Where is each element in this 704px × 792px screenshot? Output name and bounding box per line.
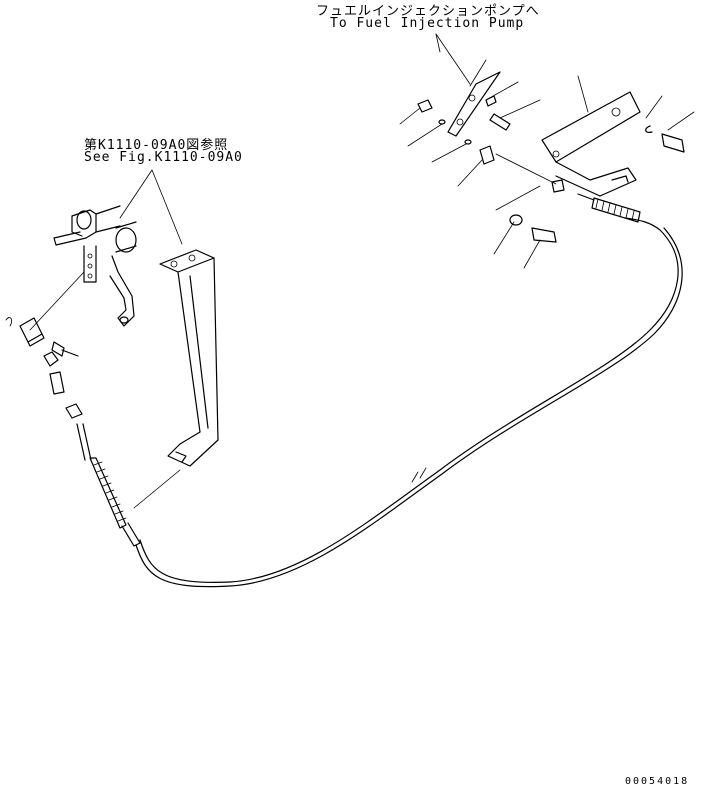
cable-bracket-plate xyxy=(541,91,641,197)
drawing-code: 00054018 xyxy=(625,776,690,787)
destination-label-japanese: フュエルインジェクションポンプへ xyxy=(316,4,540,19)
destination-label-english: To Fuel Injection Pump xyxy=(330,16,525,31)
left-hardware xyxy=(5,271,85,419)
figure-reference-english: See Fig.K1110-09A0 xyxy=(84,150,243,165)
cable-end-right xyxy=(577,193,641,223)
cable-end-left xyxy=(76,423,141,547)
support-bracket xyxy=(159,249,219,467)
right-hardware xyxy=(417,95,685,243)
figure-reference-japanese: 第K1110-09A0図参照 xyxy=(84,138,229,153)
throttle-cable xyxy=(135,217,683,588)
pedal-lever-assembly xyxy=(53,205,137,327)
injection-pump-lever xyxy=(447,71,501,137)
leader-lines xyxy=(119,33,695,509)
